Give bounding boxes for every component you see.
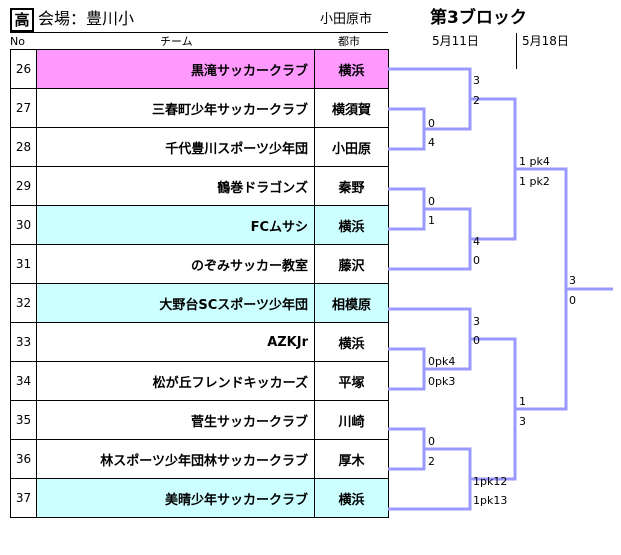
team-name: 黒滝サッカークラブ	[36, 49, 315, 89]
score-m6-bot: 0	[473, 254, 480, 267]
score-m7-top: 3	[473, 315, 480, 328]
round1-date: 5月11日	[432, 34, 479, 48]
team-city: 厚木	[314, 439, 389, 479]
team-city: 横浜	[314, 322, 389, 362]
team-city: 平塚	[314, 361, 389, 401]
venue-label: 会場：豊川小	[38, 9, 135, 28]
header-divider	[10, 32, 388, 33]
team-city: 横須賀	[314, 88, 389, 128]
date-separator	[516, 33, 517, 69]
bracket-line-m3	[388, 347, 426, 391]
score-m8-bot: 1pk13	[473, 494, 508, 507]
team-number: 37	[10, 478, 37, 518]
team-name: AZKJr	[36, 322, 315, 362]
column-header-city: 都市	[338, 35, 360, 48]
score-m10-top: 1	[519, 395, 526, 408]
score-m1-top: 0	[428, 117, 435, 130]
score-m2-top: 0	[428, 195, 435, 208]
team-name: 千代豊川スポーツ少年団	[36, 127, 315, 167]
bracket-line-m2	[388, 187, 426, 231]
team-number: 34	[10, 361, 37, 401]
team-city: 横浜	[314, 478, 389, 518]
score-m6-top: 4	[473, 235, 480, 248]
block-title: 第3ブロック	[430, 8, 527, 28]
team-number: 29	[10, 166, 37, 206]
bracket-line-m4	[388, 427, 426, 471]
team-name: 菅生サッカークラブ	[36, 400, 315, 440]
bracket-line-m9	[470, 97, 517, 241]
team-city: 相模原	[314, 283, 389, 323]
region-label: 小田原市	[320, 12, 373, 27]
bracket-line-final	[515, 167, 568, 411]
round2-date: 5月18日	[522, 34, 569, 48]
score-m4-top: 0	[428, 435, 435, 448]
team-name: 林スポーツ少年団林サッカークラブ	[36, 439, 315, 479]
bracket-line-m1	[388, 107, 426, 151]
score-final-top: 3	[569, 274, 576, 287]
team-number: 27	[10, 88, 37, 128]
bracket-line-m10	[470, 337, 517, 481]
score-m2-bot: 1	[428, 214, 435, 227]
team-city: 横浜	[314, 205, 389, 245]
score-m7-bot: 0	[473, 334, 480, 347]
score-final-bot: 0	[569, 294, 576, 307]
score-m5-bot: 2	[473, 94, 480, 107]
score-m10-bot: 3	[519, 415, 526, 428]
team-name: 美晴少年サッカークラブ	[36, 478, 315, 518]
score-m3-bot: 0pk3	[428, 375, 456, 388]
team-city: 秦野	[314, 166, 389, 206]
column-header-no: No	[10, 35, 25, 48]
score-m8-top: 1pk12	[473, 475, 508, 488]
team-city: 小田原	[314, 127, 389, 167]
team-city: 横浜	[314, 49, 389, 89]
score-m5-top: 3	[473, 74, 480, 87]
team-name: 大野台SCスポーツ少年団	[36, 283, 315, 323]
score-m9-bot: 1 pk2	[519, 175, 550, 188]
school-level-badge: 高	[10, 8, 34, 32]
score-m3-top: 0pk4	[428, 355, 456, 368]
team-name: のぞみサッカー教室	[36, 244, 315, 284]
score-m1-bot: 4	[428, 136, 435, 149]
score-m9-top: 1 pk4	[519, 155, 550, 168]
team-city: 川崎	[314, 400, 389, 440]
column-header-team: チーム	[160, 35, 193, 48]
team-name: FCムサシ	[36, 205, 315, 245]
score-m4-bot: 2	[428, 455, 435, 468]
